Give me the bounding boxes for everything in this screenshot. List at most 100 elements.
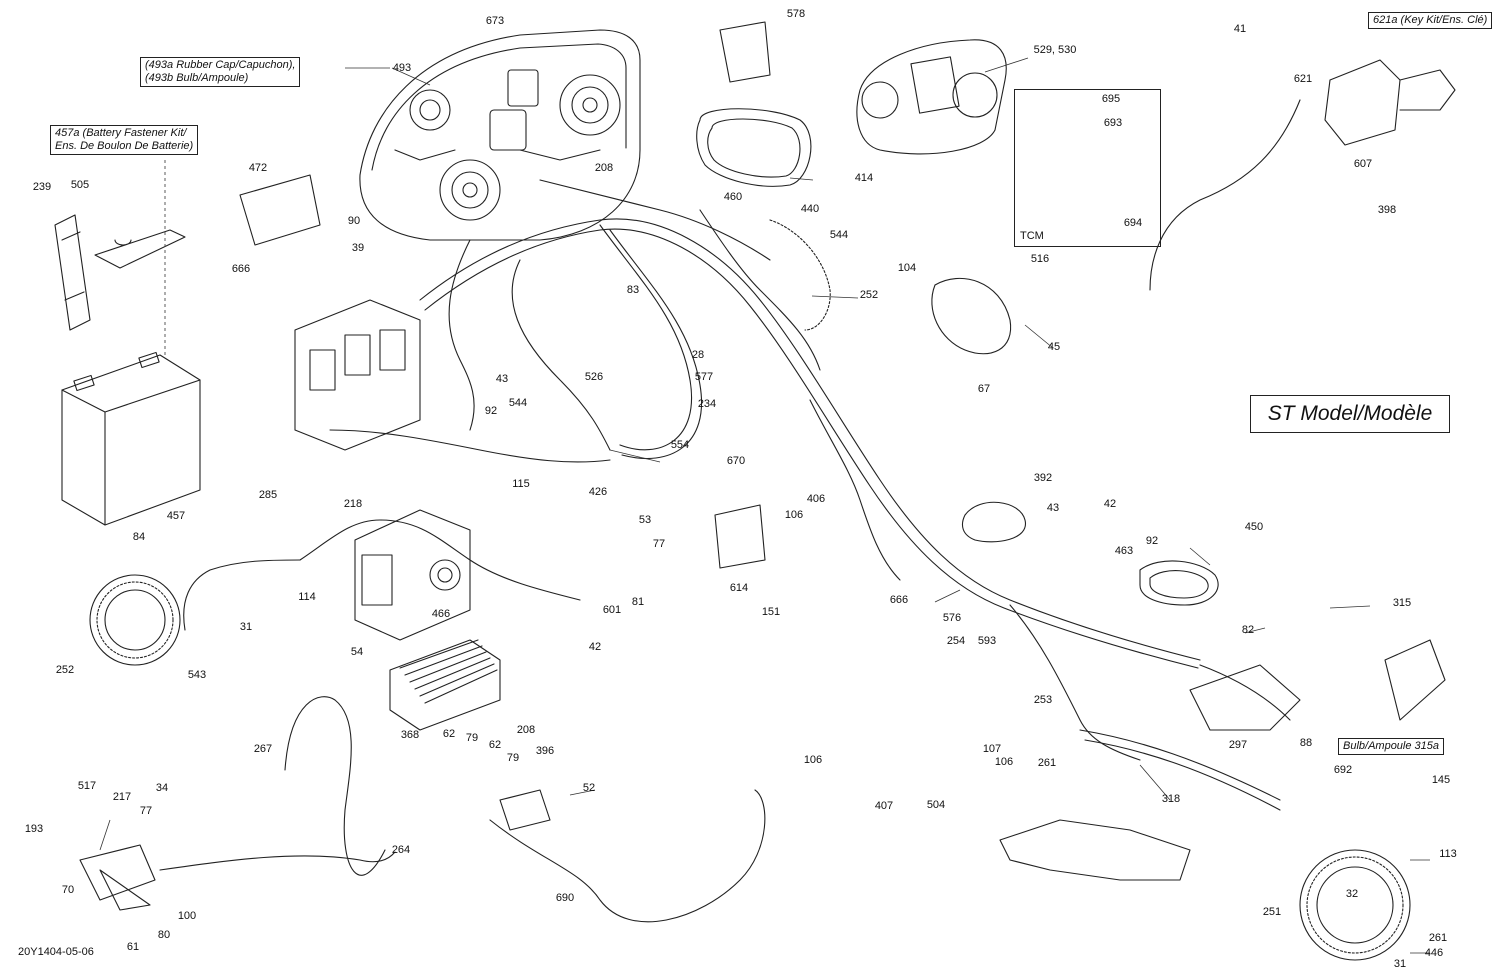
part-label: 70 (62, 884, 74, 896)
part-label: 614 (730, 582, 748, 594)
callout-457-line-1: 457a (Battery Fastener Kit/ (55, 127, 187, 139)
part-label: 578 (787, 8, 805, 20)
part-label: 463 (1115, 545, 1133, 557)
part-label: 83 (627, 284, 639, 296)
abs-tone-ring-right (1299, 849, 1411, 961)
part-label: 251 (1263, 906, 1281, 918)
part-label: 692 (1334, 764, 1352, 776)
part-label: 107 (983, 743, 1001, 755)
model-label: ST Model/Modèle (1250, 395, 1450, 433)
callout-457: 457a (Battery Fastener Kit/ Ens. De Boul… (50, 125, 199, 155)
part-label: 52 (583, 782, 595, 794)
part-label: 79 (507, 752, 519, 764)
part-label: 62 (489, 739, 501, 751)
callout-493-line-1: (493a Rubber Cap/Capuchon), (145, 59, 296, 71)
part-label: 406 (807, 493, 825, 505)
callout-315: Bulb/Ampoule 315a (1338, 738, 1445, 755)
callout-457-line-2: Ens. De Boulon De Batterie) (55, 140, 194, 152)
part-label: 41 (1234, 23, 1246, 35)
part-label: 472 (249, 162, 267, 174)
part-label: 529, 530 (1034, 44, 1077, 56)
part-label: 601 (603, 604, 621, 616)
part-label: 517 (78, 780, 96, 792)
main-wiring-harness (183, 179, 1291, 761)
cable-690 (489, 789, 766, 923)
part-label: 43 (496, 373, 508, 385)
part-label: 607 (1354, 158, 1372, 170)
module-614 (714, 504, 766, 569)
part-label: 621 (1294, 73, 1312, 85)
part-label: 67 (978, 383, 990, 395)
part-label: 104 (898, 262, 916, 274)
part-label: 666 (890, 594, 908, 606)
callout-315-line-1: Bulb/Ampoule 315a (1343, 740, 1440, 752)
part-label: 457 (167, 510, 185, 522)
part-label: 544 (509, 397, 527, 409)
callout-493: (493a Rubber Cap/Capuchon), (493b Bulb/A… (140, 57, 301, 87)
part-label: 80 (158, 929, 170, 941)
part-label: 670 (727, 455, 745, 467)
abs-tone-ring-left (89, 574, 181, 666)
part-label: 252 (860, 289, 878, 301)
part-label: 62 (443, 728, 455, 740)
tail-light (1189, 664, 1301, 731)
bracket-504 (999, 819, 1191, 881)
part-label: 297 (1229, 739, 1247, 751)
part-label: 106 (995, 756, 1013, 768)
part-label: 88 (1300, 737, 1312, 749)
battery-hold-down-plate (94, 229, 186, 269)
part-label: 106 (785, 509, 803, 521)
instrument-cluster (856, 39, 1007, 155)
part-label: 368 (401, 729, 419, 741)
part-label: 252 (56, 664, 74, 676)
battery (61, 351, 201, 526)
headlight-assembly (359, 29, 641, 241)
part-label: 267 (254, 743, 272, 755)
part-label: 446 (1425, 947, 1443, 959)
part-label: 315 (1393, 597, 1411, 609)
gasket-450 (1139, 560, 1219, 606)
connector-100 (79, 844, 156, 911)
part-label: 544 (830, 229, 848, 241)
part-label: 695 (1102, 93, 1120, 105)
part-label: 426 (589, 486, 607, 498)
part-label: 666 (232, 263, 250, 275)
bracket-472 (239, 174, 321, 246)
part-label: 253 (1034, 694, 1052, 706)
part-label: 466 (432, 608, 450, 620)
part-label: 79 (466, 732, 478, 744)
part-label: 151 (762, 606, 780, 618)
part-label: 218 (344, 498, 362, 510)
battery-strap (54, 214, 91, 331)
cable-264 (159, 851, 396, 871)
part-label: 115 (512, 478, 530, 490)
part-label: 239 (33, 181, 51, 193)
part-label: 45 (1048, 341, 1060, 353)
part-label: 92 (485, 405, 497, 417)
part-label: 106 (804, 754, 822, 766)
part-label: 264 (392, 844, 410, 856)
part-label: 100 (178, 910, 196, 922)
part-label: 54 (351, 646, 363, 658)
part-label: 114 (298, 591, 316, 603)
part-label: 576 (943, 612, 961, 624)
part-label: 460 (724, 191, 742, 203)
abs-tone-ring-center (769, 219, 831, 331)
part-label: 31 (240, 621, 252, 633)
callout-621: 621a (Key Kit/Ens. Clé) (1368, 12, 1493, 29)
lens-315 (1384, 639, 1446, 721)
part-label: 516 (1031, 253, 1049, 265)
part-label: 208 (517, 724, 535, 736)
part-label: 234 (698, 398, 716, 410)
part-label: 217 (113, 791, 131, 803)
part-label: 61 (127, 941, 139, 953)
document-id: 20Y1404-05-06 (18, 946, 94, 958)
gasket-414 (696, 108, 812, 187)
part-label: 694 (1124, 217, 1142, 229)
part-label: 92 (1146, 535, 1158, 547)
part-label: 261 (1038, 757, 1056, 769)
part-label: 145 (1432, 774, 1450, 786)
part-label: 42 (589, 641, 601, 653)
part-label: 440 (801, 203, 819, 215)
part-label: 554 (671, 439, 689, 451)
